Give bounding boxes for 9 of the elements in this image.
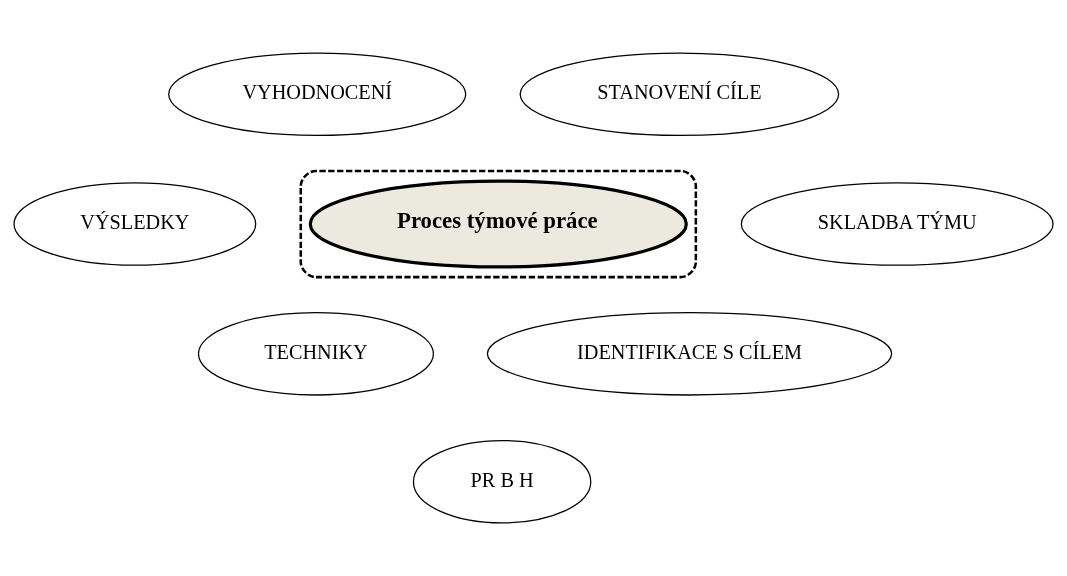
- node-ellipse: VÝSLEDKY: [13, 182, 257, 266]
- node-ellipse: Proces týmové práce: [308, 179, 688, 269]
- node-ellipse: SKLADBA TÝMU: [740, 182, 1054, 266]
- node-ellipse: IDENTIFIKACE S CÍLEM: [486, 311, 893, 396]
- cluster: [299, 169, 698, 279]
- node-ellipse: PR B H: [412, 439, 592, 524]
- node-ellipse: TECHNIKY: [197, 311, 435, 396]
- node-ellipse: STANOVENÍ CÍLE: [519, 52, 840, 137]
- node-ellipse: VYHODNOCENÍ: [168, 52, 467, 137]
